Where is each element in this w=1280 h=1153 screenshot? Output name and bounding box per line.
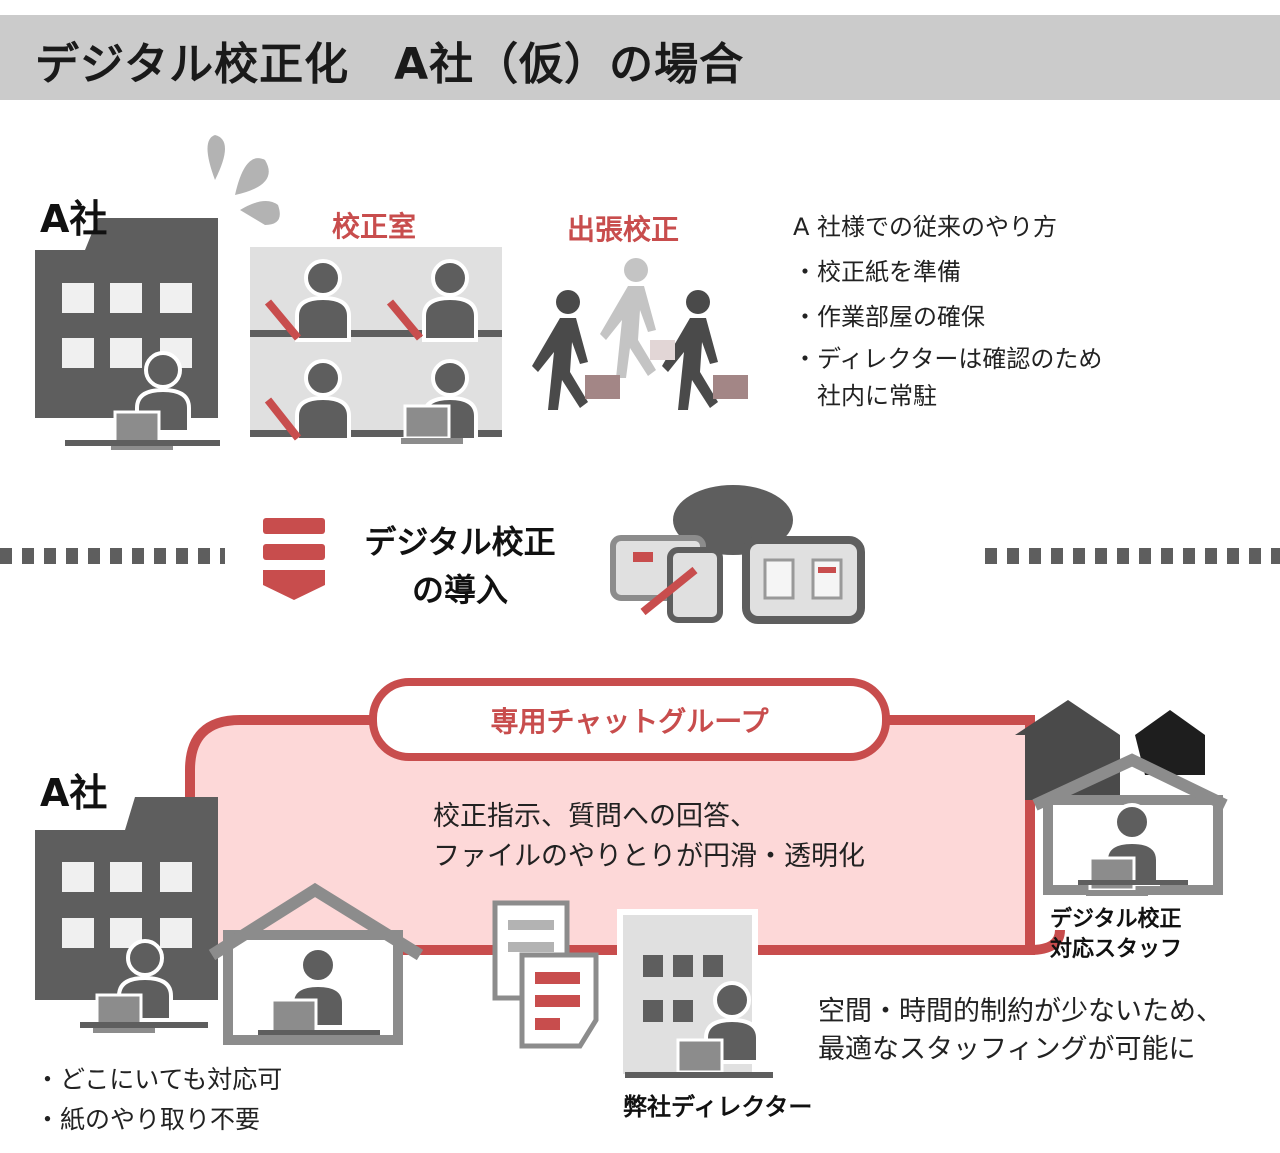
company-label: A社: [40, 197, 108, 241]
document-icon: [492, 900, 599, 1049]
building-icon: [35, 218, 220, 452]
page-title: デジタル校正化 A社（仮）の場合: [35, 39, 745, 90]
business-trip-icon: [532, 258, 748, 410]
pencil-icon: [264, 299, 424, 441]
room-label: 校正室: [332, 210, 417, 243]
company-label-after: A社: [40, 771, 108, 815]
header-bar: [0, 15, 1280, 100]
home-icon: [208, 882, 424, 1045]
client-point: ・どこにいても対応可: [35, 1065, 283, 1094]
transition-label: デジタル校正 の導入: [340, 518, 580, 614]
client-building-icon: [35, 797, 218, 1035]
list-item: ・校正紙を準備: [793, 258, 961, 286]
director-label: 弊社ディレクター: [623, 1093, 813, 1121]
chat-group-pill: [369, 678, 890, 761]
proofing-room-icon: [250, 247, 502, 446]
list-item: 社内に常駐: [793, 382, 937, 410]
down-arrow-icon: [263, 518, 325, 600]
trip-label: 出張校正: [567, 213, 680, 246]
benefit-text: 空間・時間的制約が少ないため、 最適なスタッフィングが可能に: [818, 993, 1223, 1069]
director-icon: [617, 909, 773, 1080]
list-item: ・ディレクターは確認のため: [793, 345, 1103, 373]
benefit-line: 最適なスタッフィングが可能に: [818, 1034, 1196, 1065]
chat-group-label: 専用チャットグループ: [490, 705, 769, 738]
staff-label-line: 対応スタッフ: [1050, 937, 1183, 962]
transition-line1: デジタル校正: [364, 523, 556, 561]
sweat-drops-icon: [207, 135, 280, 225]
client-points: ・どこにいても対応可 ・紙のやり取り不要: [35, 1060, 282, 1140]
staff-label-line: デジタル校正: [1050, 907, 1182, 932]
staff-label: デジタル校正 対応スタッフ: [1050, 905, 1182, 965]
chat-description: 校正指示、質問への回答、 ファイルのやりとりが円滑・透明化: [433, 797, 865, 877]
conventional-list: A 社様での従来のやり方 ・校正紙を準備 ・作業部屋の確保 ・ディレクターは確認…: [793, 205, 1102, 414]
cloud-devices-icon: [610, 485, 865, 624]
list-item: ・作業部屋の確保: [793, 303, 985, 331]
benefit-line: 空間・時間的制約が少ないため、: [818, 996, 1223, 1027]
chat-desc-line: ファイルのやりとりが円滑・透明化: [433, 841, 865, 872]
staff-home-icon: [1015, 700, 1228, 898]
client-point: ・紙のやり取り不要: [35, 1105, 261, 1134]
transition-line2: の導入: [411, 571, 508, 609]
list-title: A 社様での従来のやり方: [793, 213, 1058, 241]
chat-desc-line: 校正指示、質問への回答、: [433, 801, 757, 832]
